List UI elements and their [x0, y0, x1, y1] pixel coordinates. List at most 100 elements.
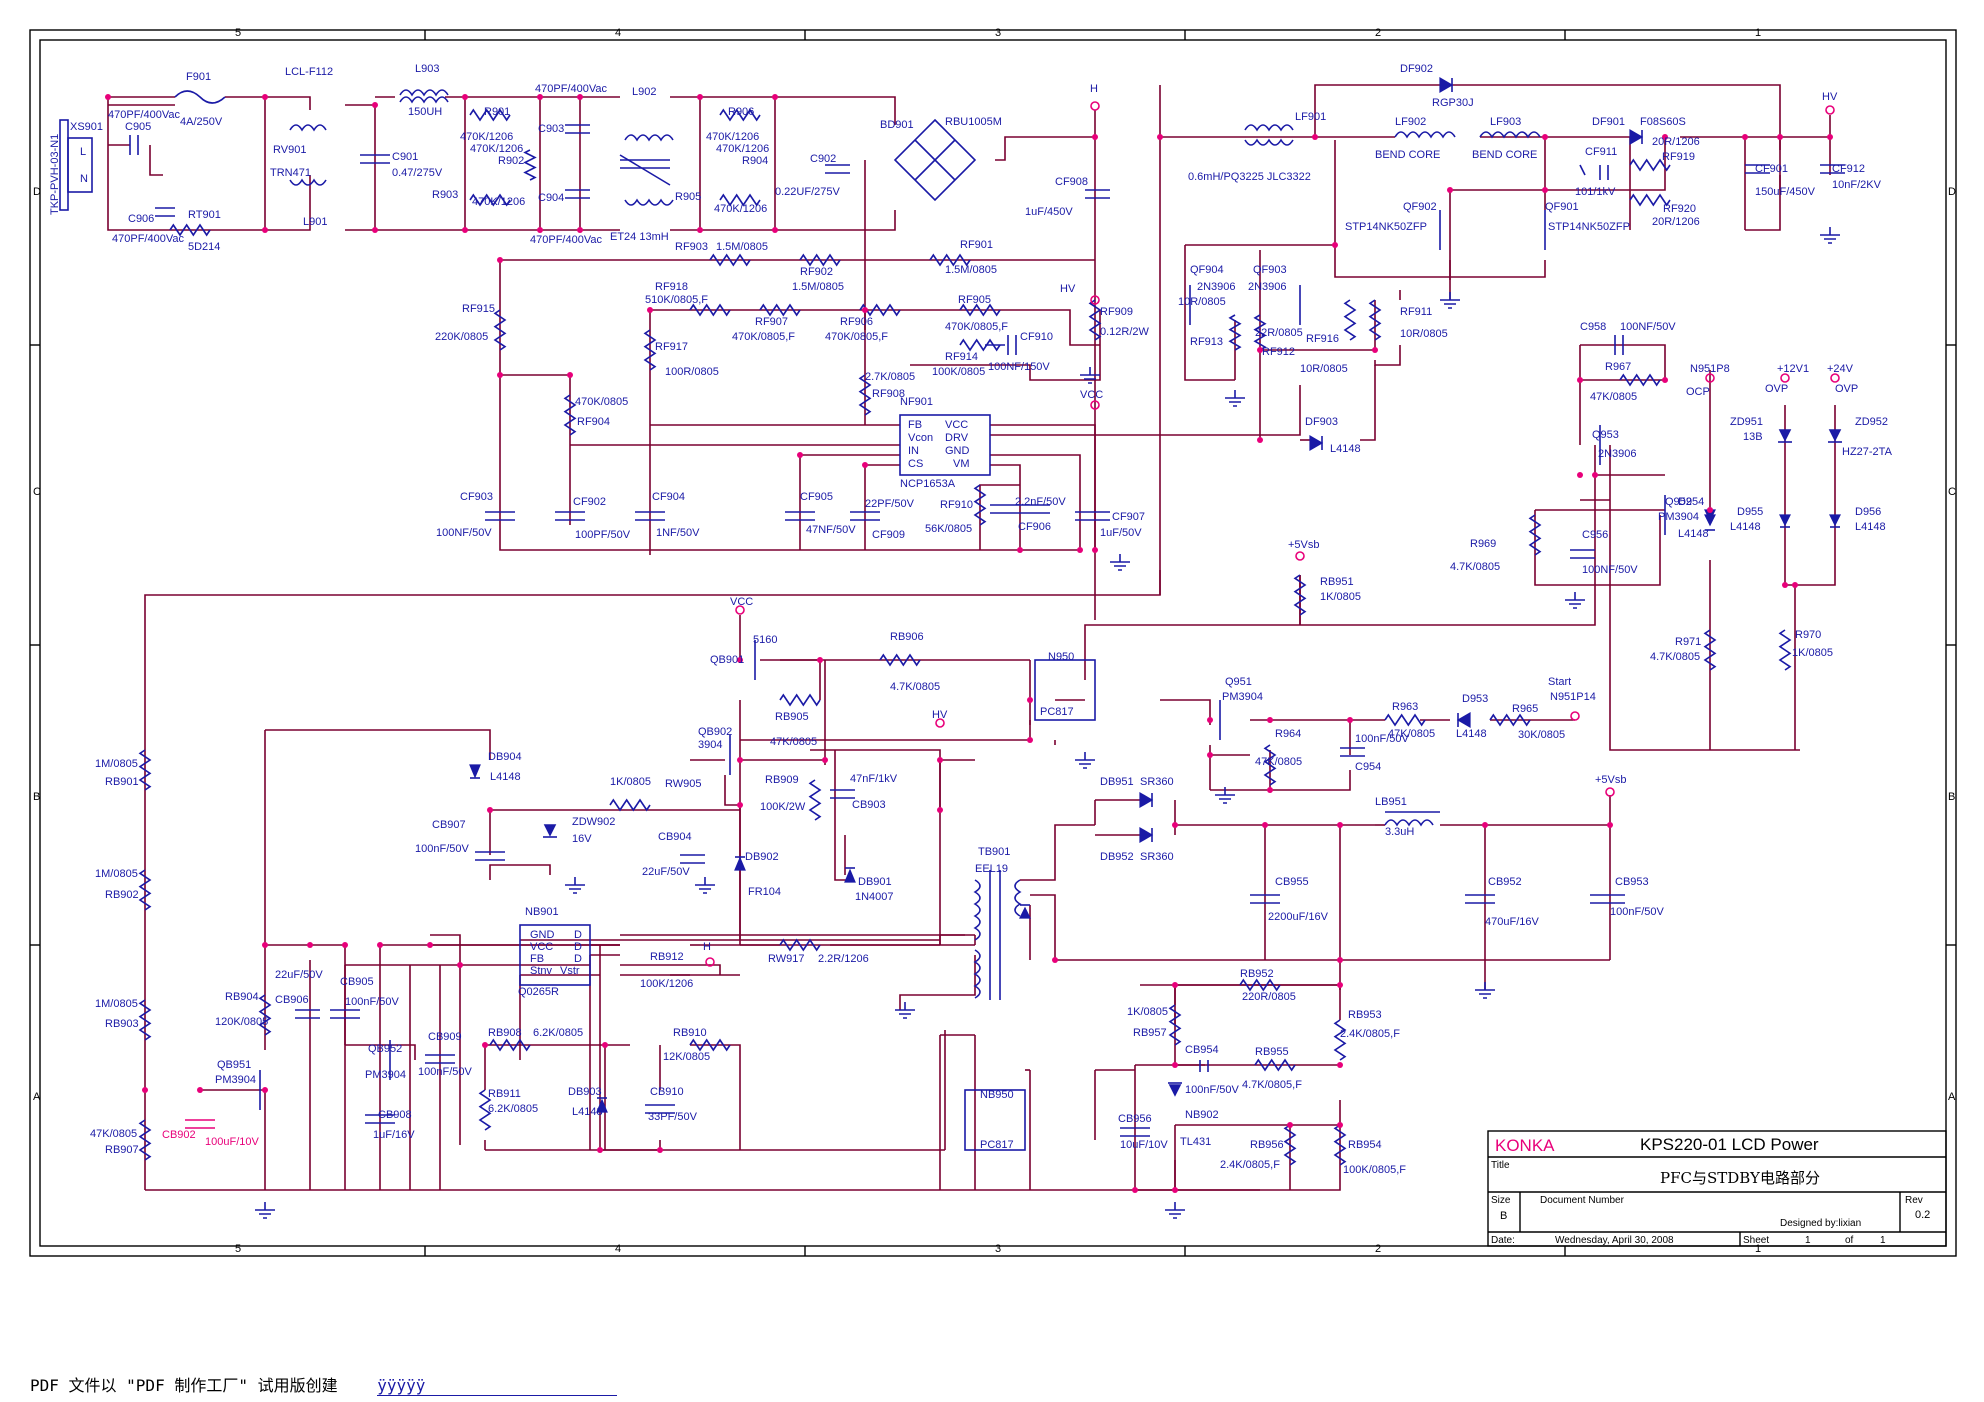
label-d954v: L4148 [1678, 528, 1709, 540]
resistor-symbol [138, 869, 152, 911]
resistor-symbol [779, 693, 821, 707]
date: Wednesday, April 30, 2008 [1555, 1235, 1674, 1246]
junction-dot [427, 942, 433, 948]
label-d956: D956 [1855, 506, 1881, 518]
label-f901v: 4A/250V [180, 116, 223, 128]
label-rf913: RF913 [1190, 336, 1223, 348]
label-qf901: QF901 [1545, 201, 1579, 213]
label-d956v: L4148 [1855, 521, 1886, 533]
junction-dot [647, 307, 653, 313]
label-qb952: QB952 [368, 1043, 402, 1055]
label-q951v: PM3904 [1222, 691, 1263, 703]
junction-dot [797, 452, 803, 458]
junction-dot [1017, 547, 1023, 553]
junction-dot [377, 942, 383, 948]
label-3904: 3904 [698, 739, 722, 751]
label-rb952v: 220R/0805 [1242, 991, 1296, 1003]
label-c902: C902 [810, 153, 836, 165]
label-cb903: CB903 [852, 799, 886, 811]
label-24v: +24V [1827, 363, 1854, 375]
resistor-symbol [258, 994, 272, 1036]
label-rf914v: 100K/0805 [932, 366, 985, 378]
junction-dot [342, 942, 348, 948]
label-c905: C905 [125, 121, 151, 133]
label-cf912v: 10nF/2KV [1832, 179, 1882, 191]
label-nb902: NB902 [1185, 1109, 1219, 1121]
resistor-symbol [138, 749, 152, 791]
label-tb901: TB901 [978, 846, 1010, 858]
label-lf902: LF902 [1395, 116, 1426, 128]
junction-dot [937, 807, 943, 813]
label-c901v: 0.47/275V [392, 167, 443, 179]
label-r905v: 470K/1206 [714, 203, 767, 215]
label-rb901v: 1M/0805 [95, 758, 138, 770]
label-r902: R902 [498, 155, 524, 167]
label-rb902: RB902 [105, 889, 139, 901]
resistor-symbol [169, 223, 211, 237]
title-label: Title [1491, 1160, 1510, 1171]
resistor-symbol [1263, 744, 1277, 786]
zone-row-B: B [33, 791, 40, 803]
label-pc817a: PC817 [1040, 706, 1074, 718]
resistor-symbol [138, 1119, 152, 1161]
resistor-symbol [523, 149, 537, 181]
resistor-symbol [1228, 314, 1242, 351]
label-r963: R963 [1392, 701, 1418, 713]
label-db902: DB902 [745, 851, 779, 863]
label-cf910: CF910 [1020, 331, 1053, 343]
label-cb954v: 100nF/50V [1185, 1084, 1239, 1096]
junction-dot [1287, 1122, 1293, 1128]
label-rf917v: 100R/0805 [665, 366, 719, 378]
resistor-symbol [1629, 158, 1671, 172]
label-cf909v: 22PF/50V [865, 498, 915, 510]
label-r969v: 4.7K/0805 [1450, 561, 1500, 573]
label-df903v: L4148 [1330, 443, 1361, 455]
ground-symbol [1565, 592, 1585, 609]
label-rf904: RF904 [577, 416, 610, 428]
label-vcc1: VCC [1080, 389, 1103, 401]
resistor-symbol [469, 108, 511, 122]
label-rf905: RF905 [958, 294, 991, 306]
label-pgnd: GND [945, 445, 970, 457]
label-d953v: L4148 [1456, 728, 1487, 740]
label-pdrv: DRV [945, 432, 969, 444]
junction-dot [1482, 822, 1488, 828]
resistor-symbol [1168, 1004, 1182, 1046]
label-nb901: NB901 [525, 906, 559, 918]
label-cf902v: 100PF/50V [575, 529, 631, 541]
footer-link[interactable]: ÿÿÿÿÿ [377, 1376, 618, 1396]
label-tl431: TL431 [1180, 1136, 1211, 1148]
label-d955v: L4148 [1730, 521, 1761, 533]
label-ngnd: GND [530, 929, 555, 941]
label-rb908: RB908 [488, 1027, 522, 1039]
resistor-symbol [138, 999, 152, 1041]
label-r965: R965 [1512, 703, 1538, 715]
label-vcc2: VCC [730, 596, 753, 608]
resistor-symbol [609, 798, 651, 812]
junction-dot [1662, 377, 1668, 383]
junction-dot [862, 307, 868, 313]
label-rb904: RB904 [225, 991, 259, 1003]
junction-dot [1577, 472, 1583, 478]
junction-dot [1172, 982, 1178, 988]
junction-dot [462, 227, 468, 233]
label-l903: L903 [415, 63, 439, 75]
components [59, 76, 1845, 1219]
label-1n4007: 1N4007 [855, 891, 894, 903]
junction-dot [577, 227, 583, 233]
junction-dot [1172, 1187, 1178, 1193]
junction-dot [1592, 472, 1598, 478]
resistor-symbol [859, 303, 901, 317]
resistor-symbol [1239, 978, 1281, 992]
label-pvcc: VCC [945, 419, 968, 431]
label-c956: C956 [1582, 529, 1608, 541]
junction-dot [1267, 787, 1273, 793]
junction-dot [1172, 822, 1178, 828]
footer: PDF 文件以 "PDF 制作工厂" 试用版创建 ÿÿÿÿÿ [30, 1372, 618, 1396]
junction-dot [487, 807, 493, 813]
label-cf908v: 1uF/450V [1025, 206, 1073, 218]
junction-dot [1542, 134, 1548, 140]
label-rf909v: 0.12R/2W [1100, 326, 1150, 338]
label-cf906: CF906 [1018, 521, 1051, 533]
label-cf908: CF908 [1055, 176, 1088, 188]
